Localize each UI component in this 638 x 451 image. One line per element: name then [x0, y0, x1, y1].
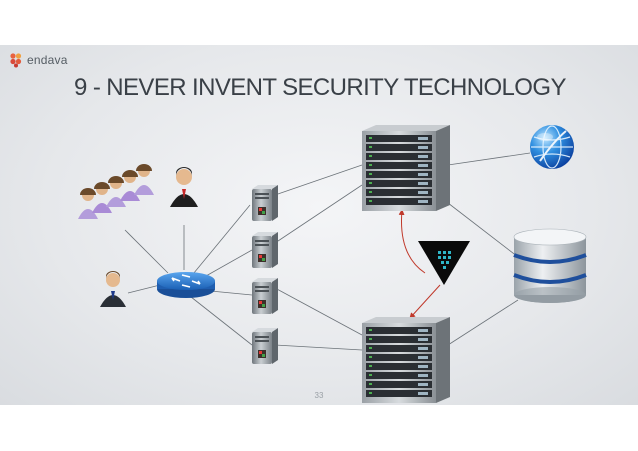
server-tower-icon-4: [252, 328, 278, 364]
user-icon-top: [170, 167, 198, 207]
database-icon: [513, 228, 587, 303]
server-tower-icon-3: [252, 278, 278, 314]
endava-logo-icon: [10, 53, 22, 68]
brand-logo: endava: [8, 51, 68, 69]
router-icon: [157, 272, 215, 298]
user-icon-left: [100, 271, 126, 307]
user-group-icon: [78, 164, 154, 219]
slide-title: 9 - NEVER INVENT SECURITY TECHNOLOGY: [74, 74, 566, 101]
server-tower-icon-1: [252, 185, 278, 221]
server-rack-icon-top: [362, 125, 450, 211]
server-tower-icon-2: [252, 232, 278, 268]
network-diagram: [78, 125, 587, 403]
vault-links: [398, 209, 441, 319]
vault-icon: [418, 241, 470, 285]
globe-icon: [530, 125, 574, 169]
server-rack-icon-bottom: [362, 317, 450, 403]
page-number: 33: [314, 391, 324, 400]
brand-name: endava: [27, 53, 68, 67]
connection-lines: [124, 152, 531, 351]
slide: endava 9 - NEVER INVENT SECURITY TECHNOL…: [0, 45, 638, 405]
